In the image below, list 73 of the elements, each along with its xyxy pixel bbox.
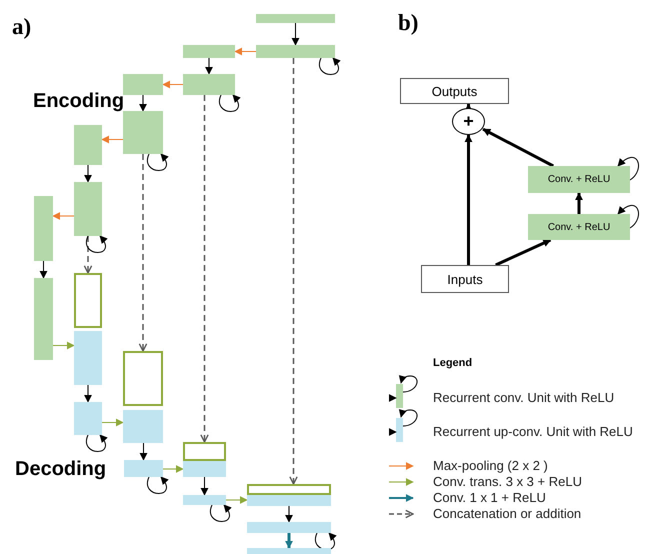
arrow xyxy=(84,384,92,403)
up-conv-unit-block xyxy=(123,410,163,443)
concat-block xyxy=(183,442,226,461)
conv-unit-block xyxy=(123,74,163,95)
conv-unit-block xyxy=(34,196,53,261)
conv-relu-box: Conv. + ReLU xyxy=(528,214,630,240)
up-conv-unit-block xyxy=(124,460,163,477)
arrow xyxy=(162,80,184,88)
concat-block xyxy=(74,273,102,328)
arrow xyxy=(200,476,208,496)
conv-unit-block xyxy=(123,111,163,154)
dashed-arrow xyxy=(84,236,92,274)
io-box: Inputs xyxy=(421,265,509,293)
addition-circle: + xyxy=(452,108,485,135)
legend-title: Legend xyxy=(433,357,472,369)
panel-label: a) xyxy=(12,14,32,40)
arrow xyxy=(52,212,74,220)
up-conv-unit-block xyxy=(247,522,331,533)
dashed-arrow xyxy=(200,95,209,443)
arrow xyxy=(162,465,184,473)
arrow xyxy=(482,128,554,168)
conv-unit-block xyxy=(34,278,53,360)
up-conv-unit-block xyxy=(74,402,102,435)
arrow xyxy=(84,164,92,183)
up-conv-unit-block xyxy=(247,495,331,506)
arrow xyxy=(464,134,472,265)
conv-unit-block xyxy=(74,182,102,236)
arrow xyxy=(102,418,124,426)
up-conv-unit-block xyxy=(183,495,226,505)
up-conv-unit-block xyxy=(183,461,226,477)
legend-text: Max-pooling (2 x 2 ) xyxy=(433,458,548,474)
legend-text: Conv. trans. 3 x 3 + ReLU xyxy=(433,474,582,490)
concat-block xyxy=(247,484,331,495)
dashed-arrow xyxy=(138,154,148,352)
legend-text: Recurrent up-conv. Unit with ReLU xyxy=(433,424,633,440)
section-heading: Decoding xyxy=(15,458,106,481)
io-box: Outputs xyxy=(400,78,509,104)
loop-arrow xyxy=(147,476,169,494)
loop-arrow xyxy=(147,153,169,171)
arrow xyxy=(495,238,552,266)
legend-text: Recurrent conv. Unit with ReLU xyxy=(433,390,614,406)
loop-arrow xyxy=(86,235,108,253)
arrow xyxy=(140,442,148,461)
arrow xyxy=(139,94,147,112)
arrow xyxy=(285,506,293,523)
arrow xyxy=(226,496,248,504)
legend-text: Concatenation or addition xyxy=(433,506,582,522)
arrow xyxy=(575,192,583,214)
concat-block xyxy=(123,351,163,406)
conv-unit-block xyxy=(74,125,102,165)
arrow xyxy=(205,58,213,75)
conv-unit-block xyxy=(256,14,335,23)
legend-text: Conv. 1 x 1 + ReLU xyxy=(433,490,546,506)
conv-unit-block xyxy=(183,45,235,58)
loop-arrow xyxy=(86,434,108,452)
loop-arrow xyxy=(219,94,241,112)
arrow xyxy=(40,260,48,279)
up-conv-unit-block xyxy=(74,331,102,385)
loop-arrow xyxy=(210,504,232,522)
arrow xyxy=(234,48,256,56)
arrow xyxy=(52,342,75,350)
loop-arrow xyxy=(319,57,341,75)
arrow xyxy=(285,533,293,549)
arrow xyxy=(292,22,300,46)
dashed-arrow xyxy=(289,58,298,485)
conv-relu-box: Conv. + ReLU xyxy=(528,166,630,193)
conv-unit-block xyxy=(256,45,335,58)
conv-unit-block xyxy=(183,74,235,95)
section-heading: Encoding xyxy=(33,90,124,113)
panel-label: b) xyxy=(398,10,418,36)
loop-arrow xyxy=(617,205,639,228)
arrow xyxy=(101,136,124,144)
loop-arrow xyxy=(617,157,639,180)
